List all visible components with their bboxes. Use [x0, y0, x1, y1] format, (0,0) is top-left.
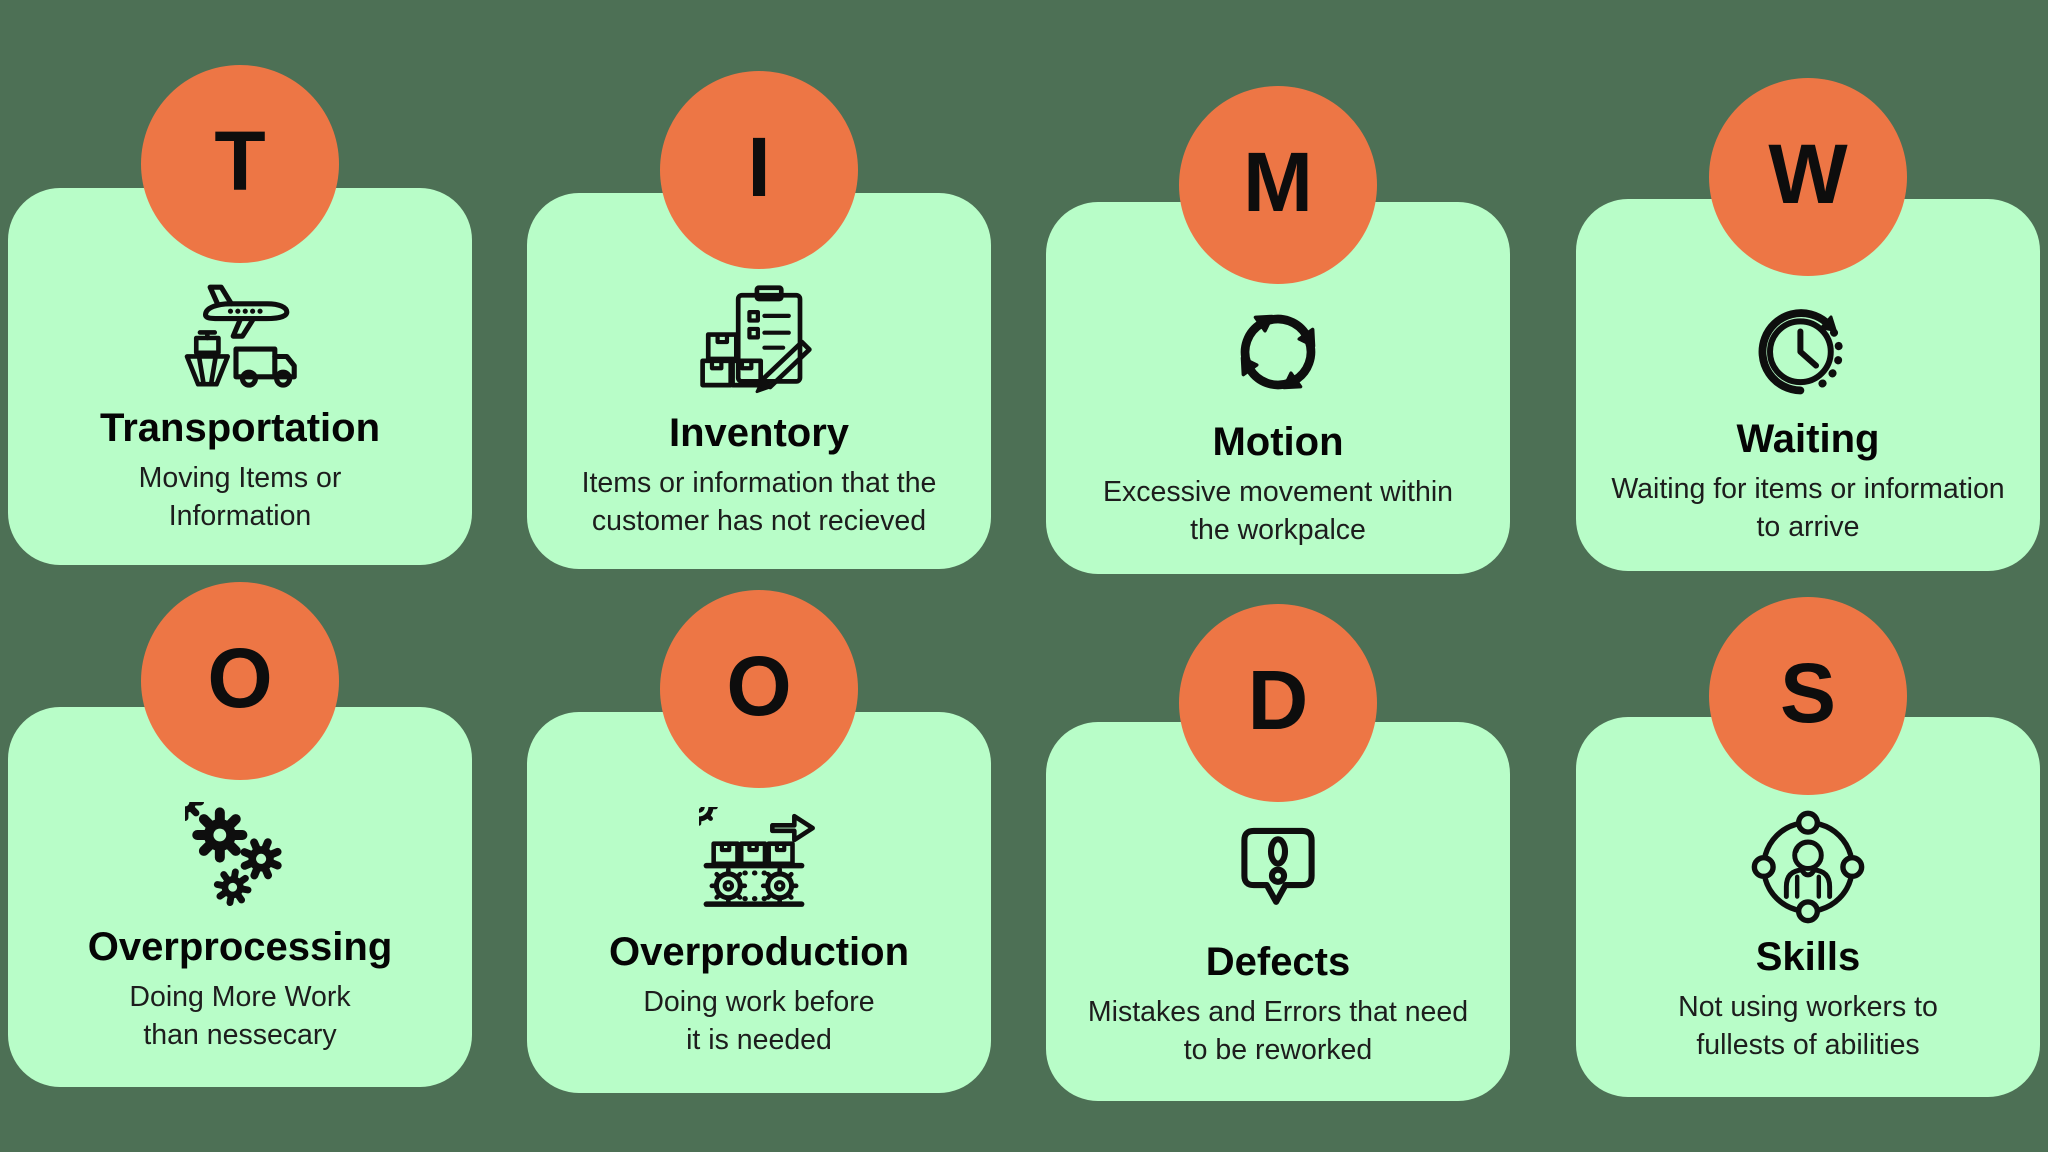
card-title: Skills: [1755, 935, 1861, 979]
card-defects: D Defects Mistakes and Errors that need …: [1046, 604, 1510, 1101]
card-description: Mistakes and Errors that need to be rewo…: [1087, 996, 1469, 1067]
card-description: Waiting for items or information to arri…: [1611, 473, 2005, 544]
badge-letter: I: [747, 120, 771, 214]
card-title: Transportation: [99, 406, 381, 450]
inventory-icon: [697, 279, 821, 407]
card-title: Motion: [1212, 420, 1344, 464]
letter-badge: D: [1179, 604, 1377, 802]
letter-badge: I: [660, 71, 858, 269]
badge-letter: D: [1247, 653, 1309, 747]
badge-letter: M: [1243, 135, 1313, 229]
waiting-icon: [1747, 285, 1869, 413]
card-description: Doing work before it is needed: [643, 986, 875, 1057]
card-transportation: T Transportation Moving Items or: [8, 65, 472, 565]
card-title: Overproduction: [608, 930, 910, 974]
letter-badge: W: [1709, 78, 1907, 276]
letter-badge: O: [660, 590, 858, 788]
badge-letter: T: [214, 114, 266, 208]
badge-letter: S: [1779, 646, 1837, 740]
letter-badge: T: [141, 65, 339, 263]
badge-letter: W: [1768, 127, 1848, 221]
card-inventory: I Inventory Items or information that: [527, 71, 991, 569]
letter-badge: S: [1709, 597, 1907, 795]
card-description: Doing More Work than nessecary: [129, 981, 351, 1052]
overproduction-icon: [698, 798, 820, 926]
card-title: Defects: [1205, 940, 1351, 984]
card-description: Items or information that the customer h…: [581, 467, 937, 538]
card-waiting: W Waiting Waiting for items or informati…: [1576, 78, 2040, 571]
card-overprocessing: O Overprocessing Doing More Work than ne…: [8, 582, 472, 1087]
card-title: Overprocessing: [87, 925, 393, 969]
transportation-icon: [175, 274, 304, 402]
defects-icon: [1222, 808, 1334, 936]
badge-letter: O: [726, 639, 792, 733]
badge-letter: O: [207, 631, 273, 725]
letter-badge: M: [1179, 86, 1377, 284]
letter-badge: O: [141, 582, 339, 780]
card-description: Moving Items or Information: [138, 462, 342, 533]
card-description: Excessive movement within the workpalce: [1102, 476, 1454, 547]
card-motion: M Motion Excessive movement within the w…: [1046, 86, 1510, 574]
card-title: Waiting: [1736, 417, 1880, 461]
card-title: Inventory: [668, 411, 850, 455]
motion-icon: [1226, 288, 1330, 416]
skills-icon: [1747, 803, 1869, 931]
card-overproduction: O Overp: [527, 590, 991, 1093]
overprocessing-icon: [185, 793, 295, 921]
card-skills: S Skills Not using workers: [1576, 597, 2040, 1097]
card-description: Not using workers to fullests of abiliti…: [1678, 991, 1938, 1062]
